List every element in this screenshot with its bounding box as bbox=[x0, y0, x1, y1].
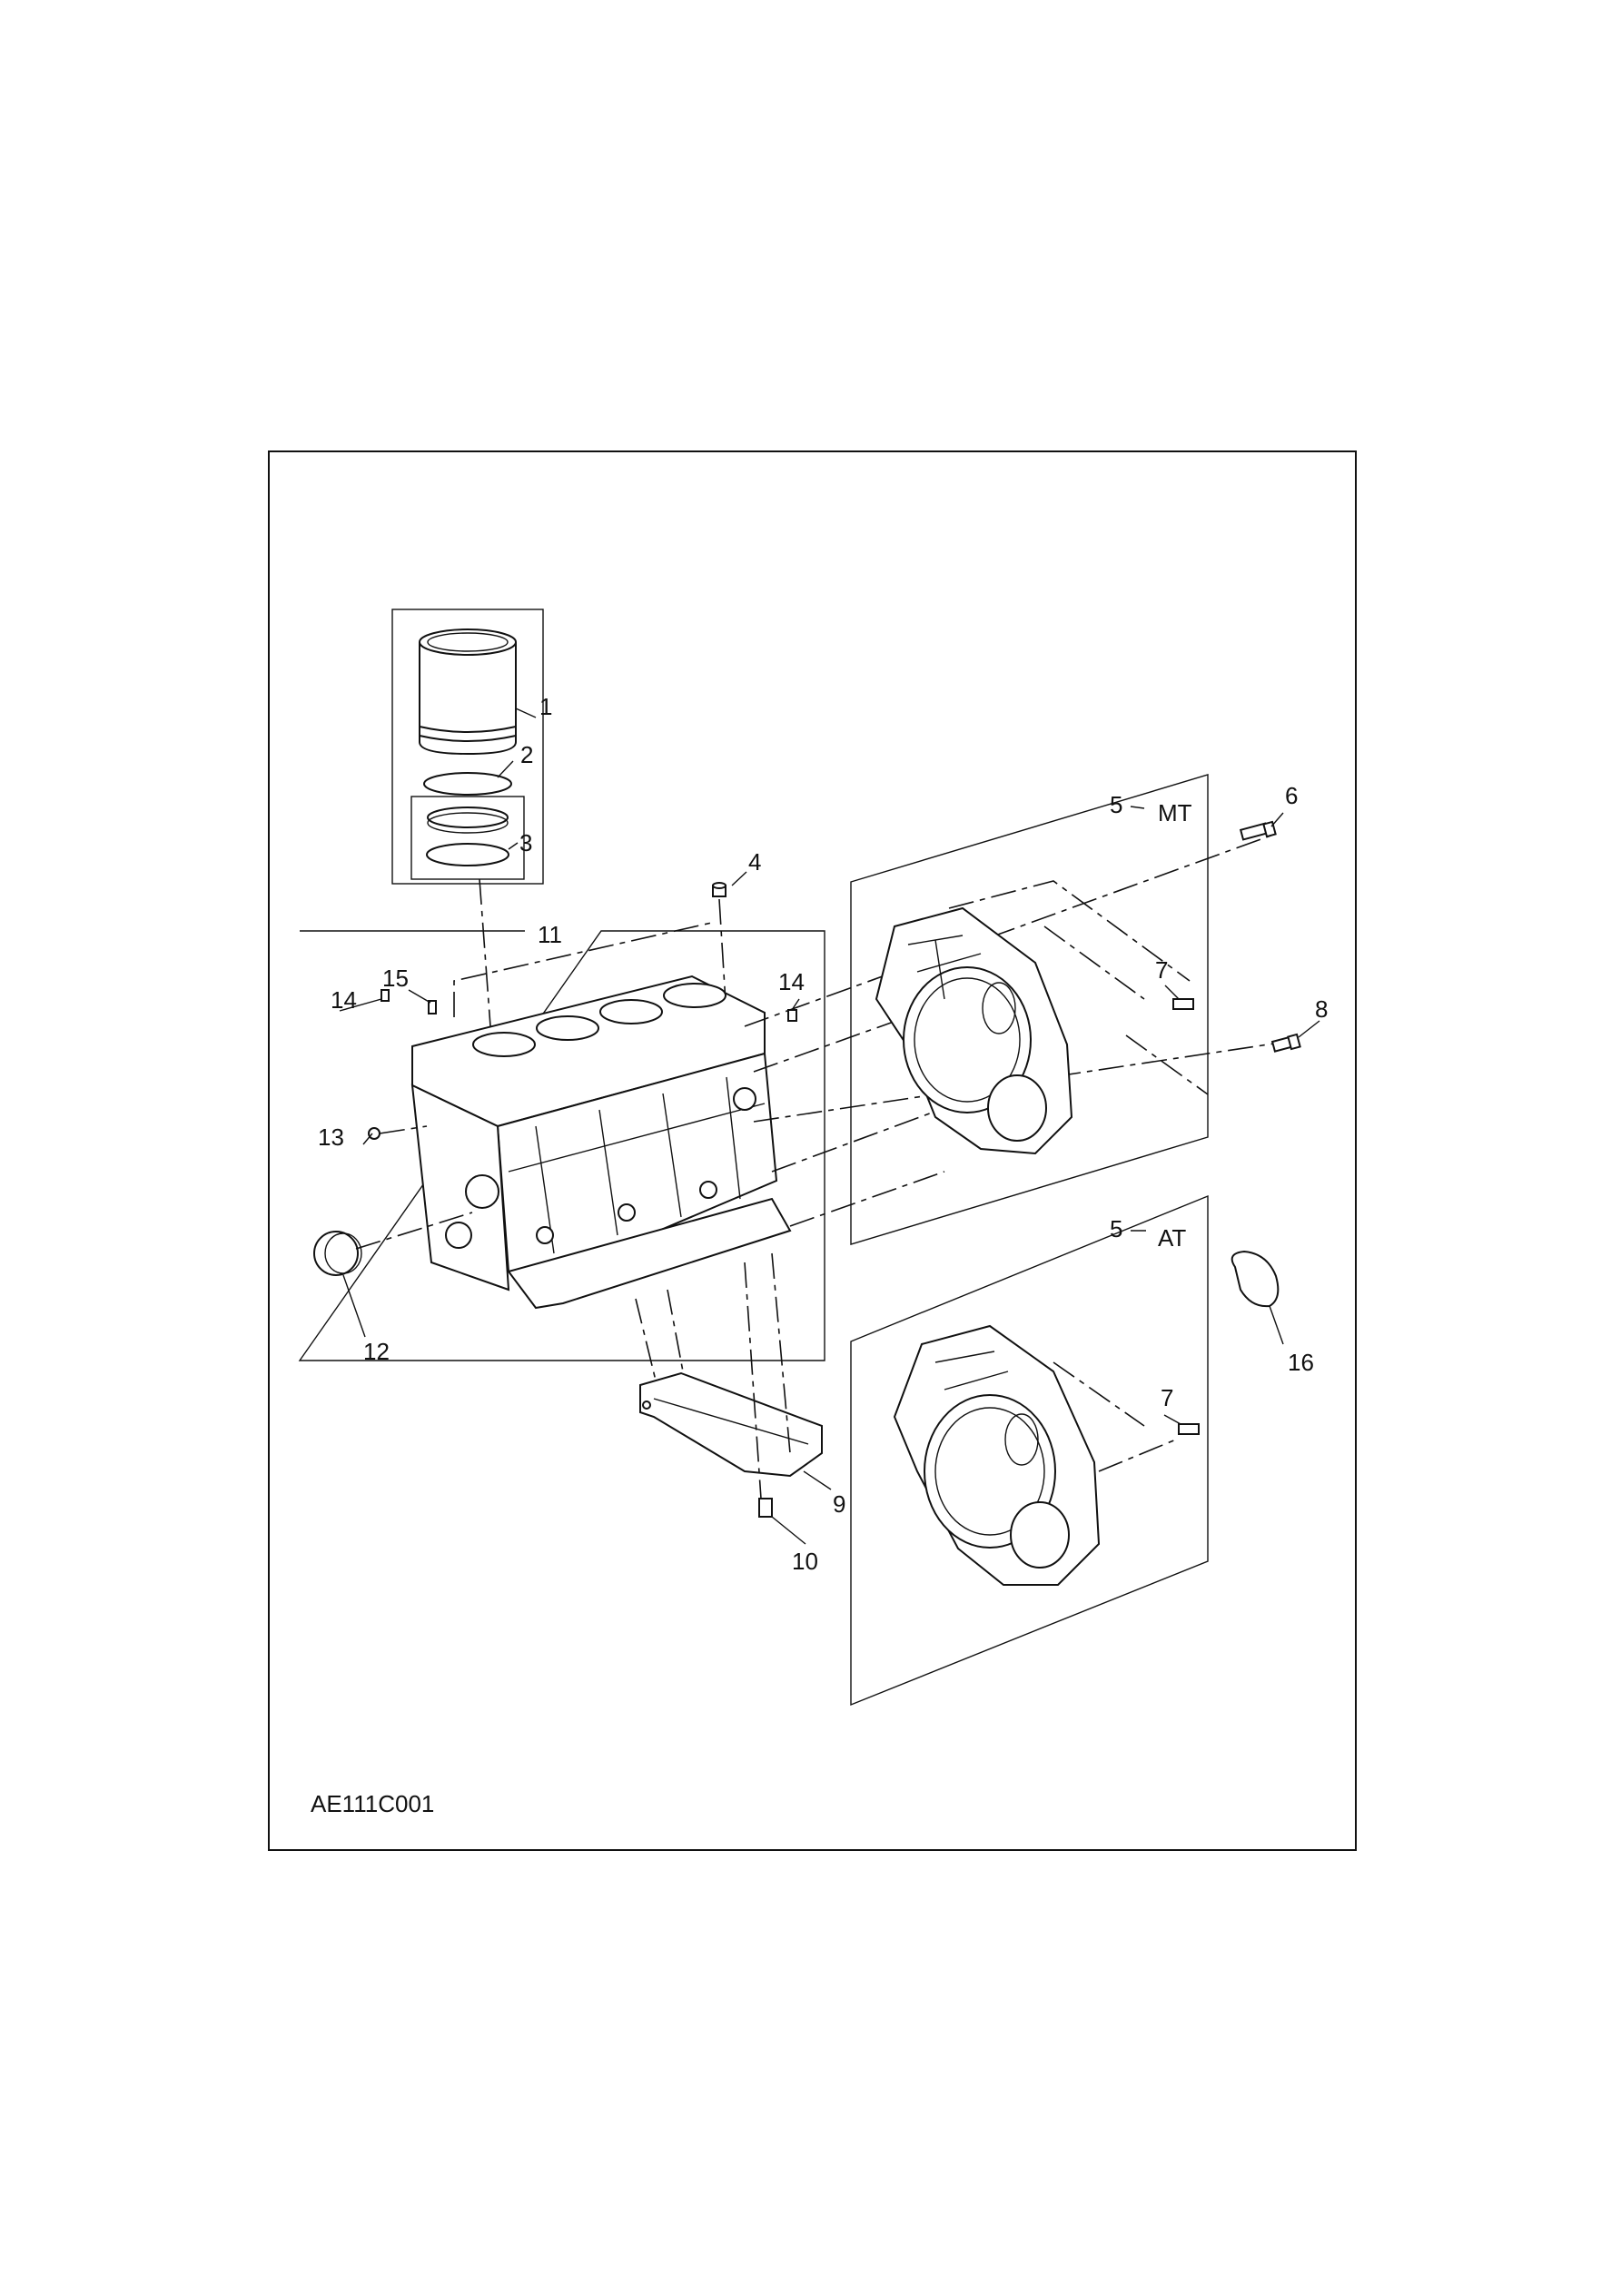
drawing-frame bbox=[268, 450, 1357, 1851]
callout-leaders bbox=[339, 708, 1320, 1545]
callout-16: 16 bbox=[1288, 1349, 1314, 1376]
drawing-code: AE111C001 bbox=[311, 1790, 434, 1817]
bolt-7-mt bbox=[1172, 998, 1194, 1010]
variant-mt-label: MT bbox=[1158, 799, 1192, 826]
liner-axis-line bbox=[479, 878, 491, 1027]
cylinder-block-group-box bbox=[298, 930, 825, 1361]
bracket-9 bbox=[639, 1371, 823, 1478]
bracket-axis-2 bbox=[667, 1289, 684, 1372]
mt-align-line-4 bbox=[771, 1107, 945, 1173]
dowel-pin-14-right bbox=[787, 1009, 797, 1022]
callout-4: 4 bbox=[748, 848, 761, 876]
callout-3: 3 bbox=[519, 829, 532, 856]
mt-bolt-7-path bbox=[1043, 925, 1145, 1000]
flywheel-housing-mt bbox=[875, 906, 1073, 1155]
callout-2: 2 bbox=[520, 741, 533, 768]
callout-12: 12 bbox=[363, 1338, 390, 1365]
flywheel-housing-at bbox=[893, 1324, 1101, 1586]
flywheel-housing-at-box bbox=[850, 1194, 1209, 1707]
variant-at-label: AT bbox=[1158, 1224, 1186, 1252]
mt-align-line-5 bbox=[789, 1171, 945, 1227]
flywheel-housing-mt-box bbox=[850, 774, 1209, 1245]
callout-5-at: 5 bbox=[1110, 1215, 1122, 1242]
callout-14-left: 14 bbox=[331, 986, 357, 1014]
bracket-axis-4 bbox=[771, 1252, 791, 1454]
mt-bolt-6-path bbox=[948, 880, 1191, 982]
bolt-8-path bbox=[1125, 1034, 1209, 1095]
o-ring-set-3 bbox=[426, 807, 509, 866]
bracket-axis-3 bbox=[744, 1262, 762, 1499]
dowel-pin-15 bbox=[428, 1000, 437, 1014]
liner-group-box bbox=[391, 609, 544, 885]
ring-set-box bbox=[410, 796, 525, 880]
callout-15: 15 bbox=[382, 965, 409, 992]
at-bolt-7-path bbox=[1053, 1361, 1145, 1427]
bolt-6 bbox=[1239, 820, 1277, 841]
cylinder-block bbox=[410, 975, 792, 1310]
callout-9: 9 bbox=[833, 1490, 845, 1518]
dowel-pin-14-left bbox=[381, 989, 390, 1002]
mt-align-line-1 bbox=[744, 833, 1277, 1027]
gasket-16 bbox=[1231, 1250, 1280, 1308]
at-bolt-7-path-b bbox=[1098, 1439, 1177, 1472]
cylinder-liner bbox=[419, 628, 517, 756]
bracket-axis-1 bbox=[635, 1298, 657, 1381]
callout-14-right: 14 bbox=[778, 968, 805, 995]
callout-1: 1 bbox=[539, 693, 552, 720]
bolt-7-at bbox=[1178, 1423, 1200, 1435]
plug-4 bbox=[712, 882, 726, 897]
callout-8: 8 bbox=[1315, 995, 1328, 1023]
callout-labels: 1 2 3 4 5 5 6 7 7 8 9 10 11 12 13 14 14 … bbox=[311, 693, 1328, 1817]
callout-6: 6 bbox=[1285, 782, 1298, 809]
callout-5-mt: 5 bbox=[1110, 791, 1122, 818]
block-top-leader bbox=[453, 921, 717, 1017]
bolt-8 bbox=[1270, 1033, 1301, 1053]
mt-align-line-2 bbox=[753, 1003, 945, 1073]
callout-13: 13 bbox=[318, 1123, 344, 1151]
callout-7-mt: 7 bbox=[1155, 956, 1168, 984]
callout-11: 11 bbox=[538, 921, 562, 948]
seal-axis-line bbox=[355, 1212, 473, 1250]
bolt-10 bbox=[758, 1498, 773, 1518]
plug-13-axis bbox=[379, 1125, 428, 1134]
plug-13 bbox=[368, 1127, 381, 1140]
callout-10: 10 bbox=[792, 1548, 818, 1575]
o-ring-2 bbox=[423, 772, 512, 796]
oil-seal-12 bbox=[313, 1231, 362, 1276]
callout-7-at: 7 bbox=[1161, 1384, 1173, 1411]
